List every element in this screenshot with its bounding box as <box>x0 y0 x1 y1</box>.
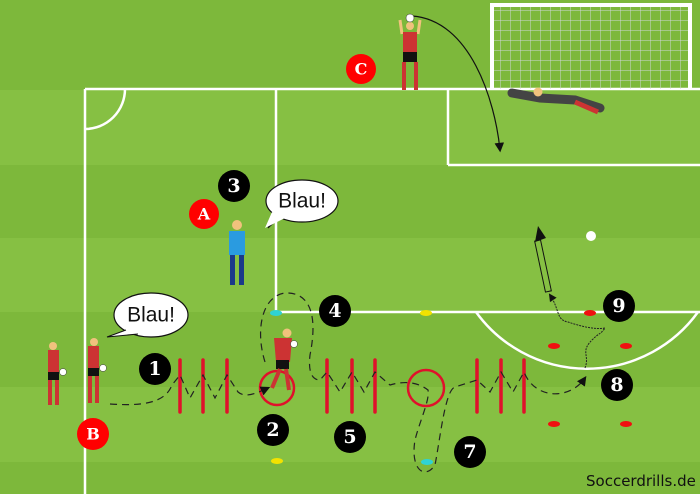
svg-text:3: 3 <box>227 175 240 197</box>
marker-b: B <box>77 418 109 450</box>
marker-2: 2 <box>257 414 289 446</box>
marker-1: 1 <box>139 353 171 385</box>
svg-text:4: 4 <box>328 300 341 322</box>
marker-8: 8 <box>601 369 633 401</box>
number-markers: 1 2 3 4 5 7 8 9 <box>139 170 635 468</box>
player-c <box>398 13 422 90</box>
player-b-back <box>48 342 67 405</box>
cones <box>270 310 632 465</box>
watermark: Soccerdrills.de <box>586 472 696 490</box>
marker-a: A <box>189 199 219 229</box>
svg-text:5: 5 <box>343 426 356 448</box>
letter-markers: A B C <box>77 54 376 450</box>
marker-5: 5 <box>334 421 366 453</box>
svg-text:C: C <box>355 60 368 79</box>
svg-text:8: 8 <box>610 374 623 396</box>
svg-text:7: 7 <box>463 441 476 463</box>
goalkeeper-diving <box>507 87 605 115</box>
running-paths <box>109 15 607 473</box>
bubble-text-left: Blau! <box>127 304 175 327</box>
marker-c: C <box>346 54 376 84</box>
svg-text:1: 1 <box>148 358 161 380</box>
marker-7: 7 <box>454 436 486 468</box>
player-b-front <box>88 338 107 403</box>
bubble-text-top: Blau! <box>278 190 326 213</box>
marker-9: 9 <box>603 290 635 322</box>
speech-bubble-left: Blau! <box>106 292 189 338</box>
penalty-spot <box>586 231 596 241</box>
player-a-keeper <box>229 220 245 285</box>
player-running <box>270 328 298 391</box>
svg-text:9: 9 <box>612 295 625 317</box>
poles <box>178 358 526 414</box>
speech-bubble-top: Blau! <box>265 179 339 229</box>
marker-4: 4 <box>319 295 351 327</box>
marker-3: 3 <box>218 170 250 202</box>
svg-text:B: B <box>86 425 100 444</box>
svg-text:2: 2 <box>266 419 279 441</box>
svg-text:A: A <box>197 205 211 224</box>
goal <box>490 3 692 89</box>
